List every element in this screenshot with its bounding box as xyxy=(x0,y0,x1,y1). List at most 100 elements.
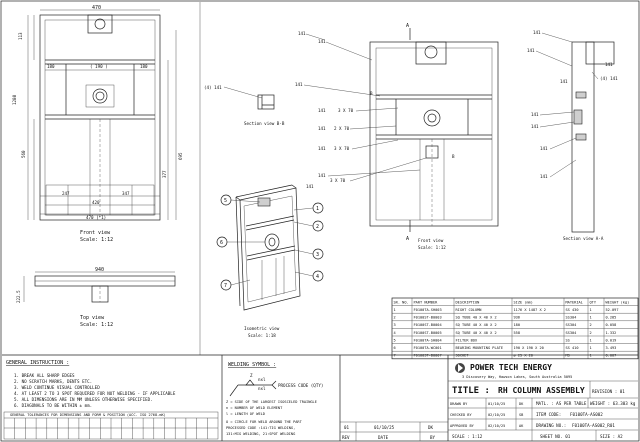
bom-cell: SOCKET xyxy=(456,354,470,358)
svg-text:4. AT LEAST 2 TO 3 SPOT REQUIR: 4. AT LEAST 2 TO 3 SPOT REQUIRED FOR NUT… xyxy=(14,391,176,396)
balloon-4: 4 xyxy=(294,270,324,282)
section-view-aa: 141 141 141 (4) 141 141 141 141 141 141 … xyxy=(527,30,618,241)
isometric-scale: Scale: 1:18 xyxy=(248,333,276,338)
item-code-value: F0100TA-AS002 xyxy=(570,412,603,417)
drawing-no-label: DRAWING NO.: xyxy=(536,423,566,428)
tolerance-title: GENERAL TOLERANCES FOR DIMENSIONS AND FO… xyxy=(10,413,166,417)
front-view-left-scale: Scale: 1:12 xyxy=(80,237,113,243)
bom-cell: 1176 X 1487 X 2 xyxy=(514,308,546,312)
svg-text:Z = SIDE OF THE LARGEST ISOSCE: Z = SIDE OF THE LARGEST ISOSCELED TRAING… xyxy=(226,400,317,404)
company-name: POWER TECH ENERGY xyxy=(470,363,552,372)
bom-cell: 1 xyxy=(590,316,592,320)
svg-text:141: 141 xyxy=(533,30,541,35)
bom-cell: SS 410 xyxy=(566,346,579,350)
svg-text:3. WELD CONTINUE VISUAL CONTRO: 3. WELD CONTINUE VISUAL CONTROLLED xyxy=(14,385,100,390)
dim-height-right: 695 xyxy=(178,152,183,160)
isometric-view: 5 1 6 2 3 7 4 Isometric view Scale: 1:18 xyxy=(216,184,324,338)
svg-text:3 X 70: 3 X 70 xyxy=(334,146,350,151)
front-view-middle: A A 141 141 141 3 X 70 141 2 X 70 141 3 … xyxy=(295,23,499,250)
svg-text:DK: DK xyxy=(428,425,434,430)
front-view-mid-label: Front view xyxy=(418,238,444,243)
dim-top-view-width: 940 xyxy=(95,267,104,273)
svg-text:l = LENGTH OF WELD: l = LENGTH OF WELD xyxy=(226,412,265,416)
bom-header-cell: SR. NO. xyxy=(394,300,409,304)
bom-cell: 3 xyxy=(394,323,396,327)
svg-text:nxl: nxl xyxy=(258,377,266,382)
signoff-cell: CHECKED BY xyxy=(450,413,472,417)
dim-width-470: 470 (*1) xyxy=(86,215,106,220)
front-view-left-label: Front view xyxy=(80,230,111,236)
svg-text:141: 141 xyxy=(318,126,326,131)
svg-text:1. BREAK ALL SHARP EDGES: 1. BREAK ALL SHARP EDGES xyxy=(14,373,75,378)
svg-text:141: 141 xyxy=(298,31,306,36)
svg-text:141: 141 xyxy=(318,173,326,178)
bom-header-cell: DESCRIPTION xyxy=(456,300,480,304)
svg-text:4: 4 xyxy=(316,274,319,280)
bom-cell: 2 xyxy=(590,331,592,335)
bom-cell: 190 X 190 X 20 xyxy=(514,346,544,350)
item-code-label: ITEM CODE: xyxy=(536,412,561,417)
svg-text:1: 1 xyxy=(316,206,319,212)
company-logo xyxy=(455,363,465,373)
balloon-1: 1 xyxy=(293,202,324,214)
bom-cell: 0.058 xyxy=(606,323,617,327)
dim-top-view-height: 222.5 xyxy=(16,290,21,303)
bom-cell: 1 xyxy=(590,338,592,342)
bom-cell: 0.285 xyxy=(606,316,617,320)
svg-text:3: 3 xyxy=(316,252,319,258)
bom-cell: 0.007 xyxy=(606,354,617,358)
bom-cell: ø 25 X 20 xyxy=(514,354,533,358)
bom-cell: BEARING MOUNTING PLATE xyxy=(456,346,504,350)
dim-lower-left: 247 xyxy=(62,191,70,196)
dim-opening-mid: ( 190 ) xyxy=(90,64,108,69)
bom-cell: 1.332 xyxy=(606,331,617,335)
bom-cell: F0100TA-SH004 xyxy=(414,338,442,342)
bom-header-cell: MATERIAL xyxy=(566,300,583,304)
revision-label: REVISION : 01 xyxy=(592,389,625,394)
signoff-cell: DRAWN BY xyxy=(450,402,468,406)
svg-text:6. DIAGONALS TO BE WITHIN ± mm: 6. DIAGONALS TO BE WITHIN ± mm. xyxy=(14,403,92,408)
bom-cell: RIGHT COLUMN xyxy=(456,308,482,312)
bom-cell: 1 xyxy=(394,308,396,312)
general-instruction-title: GENERAL INSTRUCTION : xyxy=(6,360,69,366)
bom-cell: FILTER BOX xyxy=(456,338,478,342)
svg-text:141: 141 xyxy=(318,39,326,44)
svg-text:01/10/25: 01/10/25 xyxy=(374,425,395,430)
top-view-scale: Scale: 1:12 xyxy=(80,322,113,328)
dim-width-420: 420 xyxy=(92,200,100,205)
sheet-label: SHEET NO. 01 xyxy=(540,434,571,439)
svg-text:5: 5 xyxy=(224,198,227,204)
bom-cell: SS304 xyxy=(566,316,577,320)
dim-height-mid: 560 xyxy=(21,150,26,158)
bom-cell: 3.493 xyxy=(606,346,617,350)
general-instruction: GENERAL INSTRUCTION : 1. BREAK ALL SHARP… xyxy=(3,360,219,440)
svg-text:141: 141 xyxy=(540,174,548,179)
bom-cell: 1 xyxy=(590,308,592,312)
svg-text:O = CIRCLE FOR WELD AROUND THE: O = CIRCLE FOR WELD AROUND THE PART xyxy=(226,420,303,424)
bom-cell: MS xyxy=(566,354,570,358)
svg-text:REV: REV xyxy=(342,435,350,440)
svg-text:141: 141 xyxy=(531,124,539,129)
bom-table: SR. NO. PART NUMBER DESCRIPTION SIZE (mm) MA… xyxy=(391,297,639,360)
svg-text:141: 141 xyxy=(295,82,303,87)
section-view-bb: (4) 141 Section view B-B xyxy=(204,85,285,126)
svg-text:PROCESSED CODE :141:TIG WELDIN: PROCESSED CODE :141:TIG WELDING, xyxy=(226,426,295,430)
bom-cell: 1 xyxy=(590,354,592,358)
signoff-cell: 02/10/25 xyxy=(488,413,505,417)
signoff-cell: DK xyxy=(519,402,524,406)
size-label: SIZE : A2 xyxy=(600,434,623,439)
balloon-7: 7 xyxy=(220,279,251,291)
dim-height-total: 1280 xyxy=(12,94,17,105)
revision-block: 01 01/10/25 DK REV DATE BY xyxy=(340,421,448,441)
svg-text:7: 7 xyxy=(224,283,227,289)
bom-cell: 7 xyxy=(394,354,396,358)
bom-header-cell: SIZE (mm) xyxy=(514,300,533,304)
section-bb-weld: (4) 141 xyxy=(204,85,222,90)
bom-cell: 6 xyxy=(394,346,396,350)
svg-text:PROCESS CODE (QTY): PROCESS CODE (QTY) xyxy=(278,383,323,388)
top-view-label: Top view xyxy=(80,315,105,321)
svg-text:6: 6 xyxy=(220,240,223,246)
bom-header-cell: PART NUMBER xyxy=(414,300,439,304)
